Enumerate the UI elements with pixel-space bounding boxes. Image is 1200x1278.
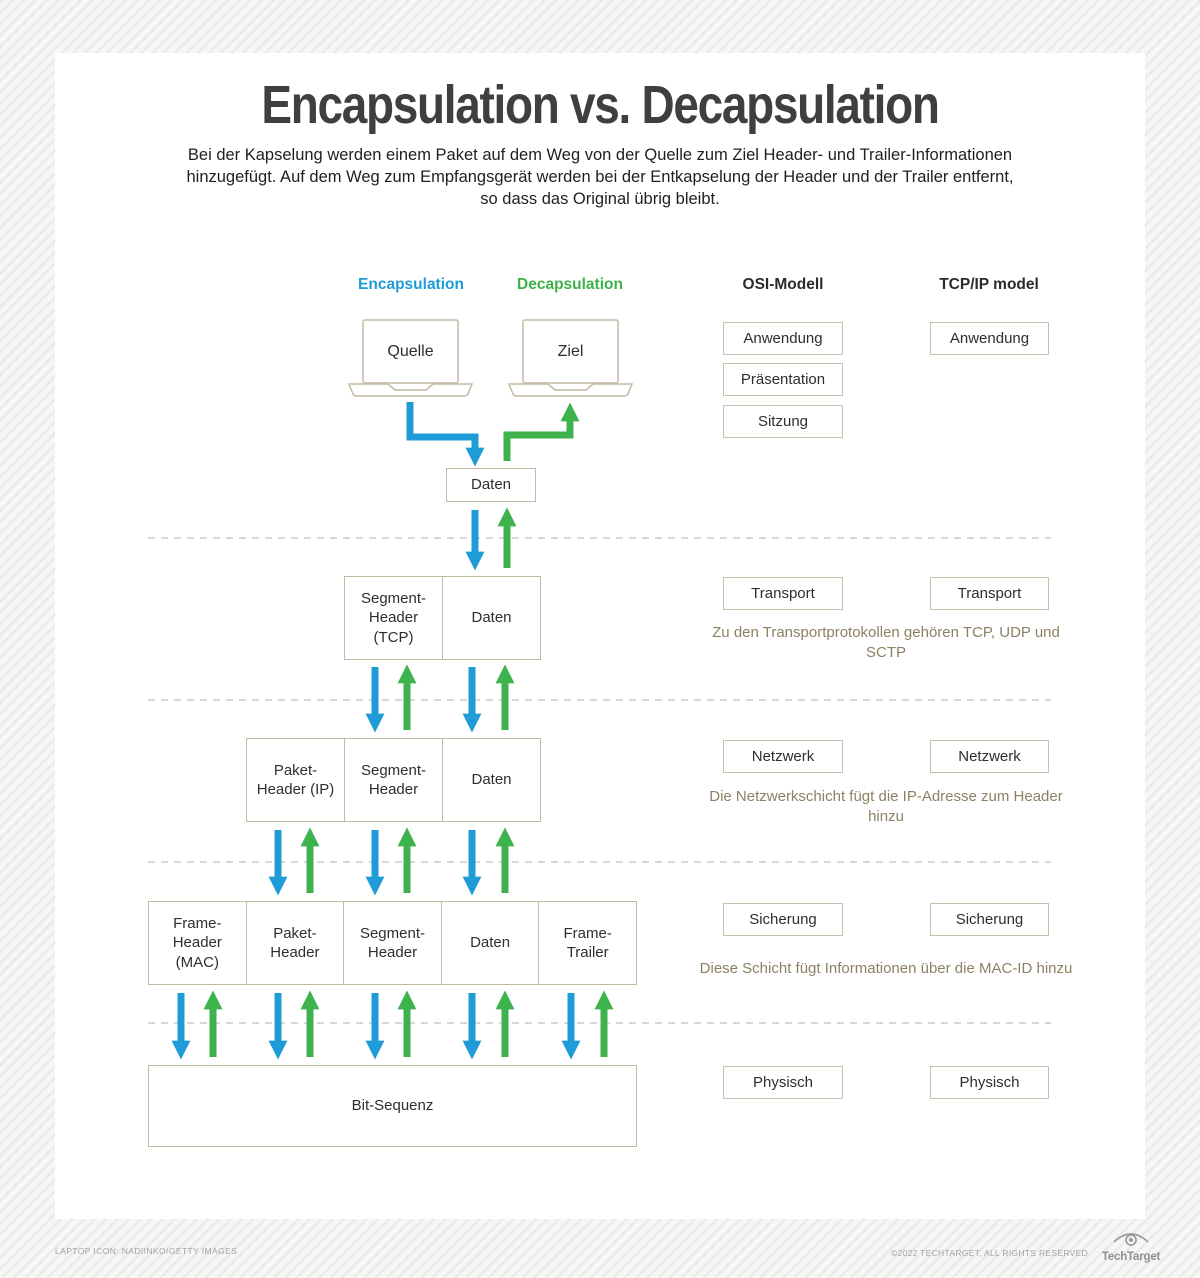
pdu-row-transport: Segment-Header (TCP) Daten <box>344 576 541 660</box>
pdu-row-application: Daten <box>446 468 536 502</box>
osi-layer-netzwerk: Netzwerk <box>723 740 843 773</box>
pdu-cell-paket-header-ip: Paket-Header (IP) <box>256 761 335 799</box>
infographic-card <box>55 53 1145 1219</box>
pdu-cell-frame-header-mac: Frame-Header (MAC) <box>172 914 222 971</box>
pdu-row-datalink: Frame-Header (MAC) Paket-Header Segment-… <box>148 901 637 985</box>
pdu-cell-daten: Daten <box>440 902 539 984</box>
pdu-cell-paket-header: Paket-Header <box>245 902 344 984</box>
osi-layer-physisch: Physisch <box>723 1066 843 1099</box>
source-device-label: Quelle <box>387 342 434 360</box>
osi-layer-sicherung: Sicherung <box>723 903 843 936</box>
tcpip-layer-transport: Transport <box>930 577 1049 610</box>
column-header-osi-model: OSI-Modell <box>742 276 824 293</box>
note-transport-protocols: Zu den Transportprotokollen gehören TCP,… <box>712 624 1060 662</box>
pdu-cell-daten: Daten <box>470 476 512 494</box>
footer-copyright: ©2022 TECHTARGET, ALL RIGHTS RESERVED <box>890 1248 1088 1258</box>
pdu-cell-daten: Daten <box>442 577 540 659</box>
osi-layer-praesentation: Präsentation <box>723 363 843 396</box>
tcpip-layer-netzwerk: Netzwerk <box>930 740 1049 773</box>
pdu-row-physical: Bit-Sequenz <box>148 1065 637 1147</box>
pdu-cell-bit-sequenz: Bit-Sequenz <box>351 1097 434 1115</box>
footer-image-credit: LAPTOP ICON: NADIINKO/GETTY IMAGES <box>55 1246 238 1256</box>
osi-layer-transport: Transport <box>723 577 843 610</box>
osi-layer-anwendung: Anwendung <box>723 322 843 355</box>
pdu-cell-frame-trailer: Frame-Trailer <box>538 902 636 984</box>
pdu-cell-segment-header-tcp: Segment-Header (TCP) <box>360 589 427 646</box>
page-title: Encapsulation vs. Decapsulation <box>261 75 939 135</box>
note-network-layer: Die Netzwerkschicht fügt die IP-Adresse … <box>709 788 1063 826</box>
eye-icon <box>1113 1233 1149 1246</box>
destination-device-label: Ziel <box>557 342 584 360</box>
pdu-row-network: Paket-Header (IP) Segment-Header Daten <box>246 738 541 822</box>
osi-layer-sitzung: Sitzung <box>723 405 843 438</box>
pdu-cell-segment-header: Segment-Header <box>343 902 441 984</box>
pdu-cell-segment-header: Segment-Header <box>344 739 442 821</box>
column-header-decapsulation: Decapsulation <box>517 276 623 293</box>
page-subtitle: Bei der Kapselung werden einem Paket auf… <box>186 146 1014 209</box>
column-header-tcpip-model: TCP/IP model <box>939 276 1039 293</box>
pdu-cell-daten: Daten <box>442 739 540 821</box>
techtarget-wordmark: TechTarget <box>1101 1251 1161 1263</box>
tcpip-layer-anwendung: Anwendung <box>930 322 1049 355</box>
note-datalink-layer: Diese Schicht fügt Informationen über di… <box>699 960 1073 977</box>
techtarget-logo: TechTarget <box>1098 1228 1164 1263</box>
tcpip-layer-physisch: Physisch <box>930 1066 1049 1099</box>
tcpip-layer-sicherung: Sicherung <box>930 903 1049 936</box>
column-header-encapsulation: Encapsulation <box>358 276 464 293</box>
